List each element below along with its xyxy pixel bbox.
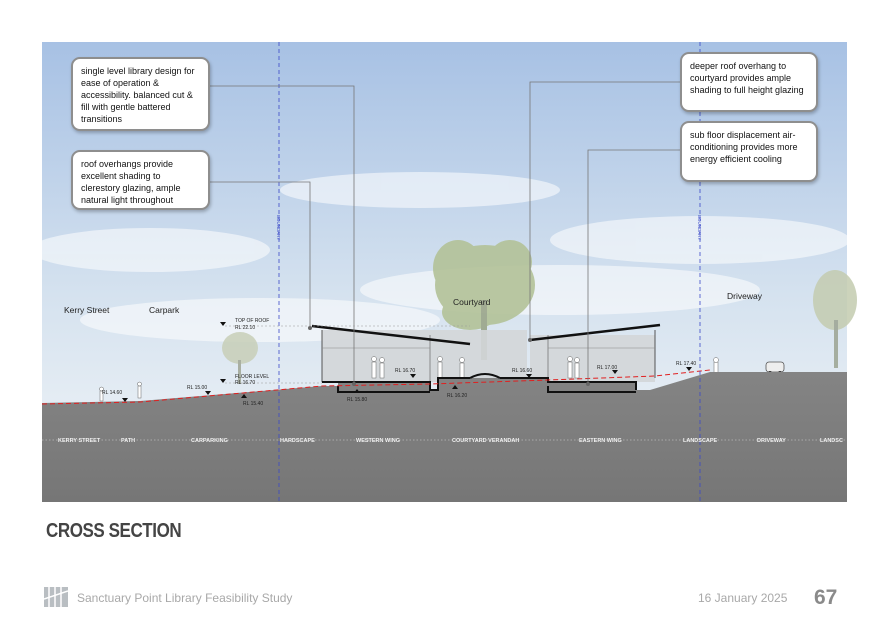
zone-courtyard-verandah: COURTYARD VERANDAH [452,438,519,444]
kerry-street-label: Kerry Street [64,305,110,315]
rl-15-40: RL 15.40 [243,401,263,407]
roofs [311,323,661,346]
zone-driveway: DRIVEWAY [757,438,786,444]
zone-hardscape: HARDSCAPE [280,438,315,444]
callout-deeper-roof: deeper roof overhang to courtyard provid… [680,52,818,112]
brand-logo-icon [44,587,68,607]
courtyard-label: Courtyard [453,297,491,307]
rl-15-00: RL 15.00 [187,385,207,391]
zone-kerry-street: KERRY STREET [58,438,101,444]
rl-14-60: RL 14.60 [102,390,122,396]
rl-16-70: RL 16.70 [395,368,415,374]
top-of-roof-rl: RL 22.10 [235,325,255,331]
level-lines [225,325,470,384]
level-markers [122,322,692,402]
driveway-tree [813,270,857,368]
ground-mass [42,372,847,502]
carpark-tree [222,332,258,384]
page-number: 67 [814,586,838,609]
rl-17-00: RL 17.00 [597,365,617,371]
zone-path: PATH [121,438,135,444]
zone-carparking: CARPARKING [191,438,228,444]
driveway-label: Driveway [727,291,763,301]
rl-15-80: RL 15.80 [347,397,367,403]
zone-western-wing: WESTERN WING [356,438,400,444]
top-of-roof-label: TOP OF ROOF [235,318,269,324]
zone-landscape: LANDSCAPE [683,438,718,444]
rl-17-40: RL 17.40 [676,361,696,367]
callout-sub-floor: sub floor displacement air-conditioning … [680,121,818,182]
carpark-label: Carpark [149,305,180,315]
people-figures [99,356,719,402]
page-heading: CROSS SECTION [46,520,182,542]
footer-date: 16 January 2025 [698,591,788,605]
zone-landscape-2: LANDSC [820,438,843,444]
boundary-label-west: BOUNDARY [276,215,281,240]
rl-16-60: RL 16.60 [512,368,532,374]
boundary-label-east: BOUNDARY [697,215,702,240]
existing-ground-line [41,369,711,405]
footer-title: Sanctuary Point Library Feasibility Stud… [77,591,293,605]
callout-single-level: single level library design for ease of … [71,57,210,131]
floor-level-label: FLOOR LEVEL [235,374,269,380]
rl-16-20: RL 16.20 [447,393,467,399]
floor-level-rl: RL 16.70 [235,380,255,386]
callout-leaders [208,81,680,384]
floor-slabs [322,373,637,393]
callout-roof-overhangs: roof overhangs provide excellent shading… [71,150,210,210]
zone-eastern-wing: EASTERN WING [579,438,622,444]
